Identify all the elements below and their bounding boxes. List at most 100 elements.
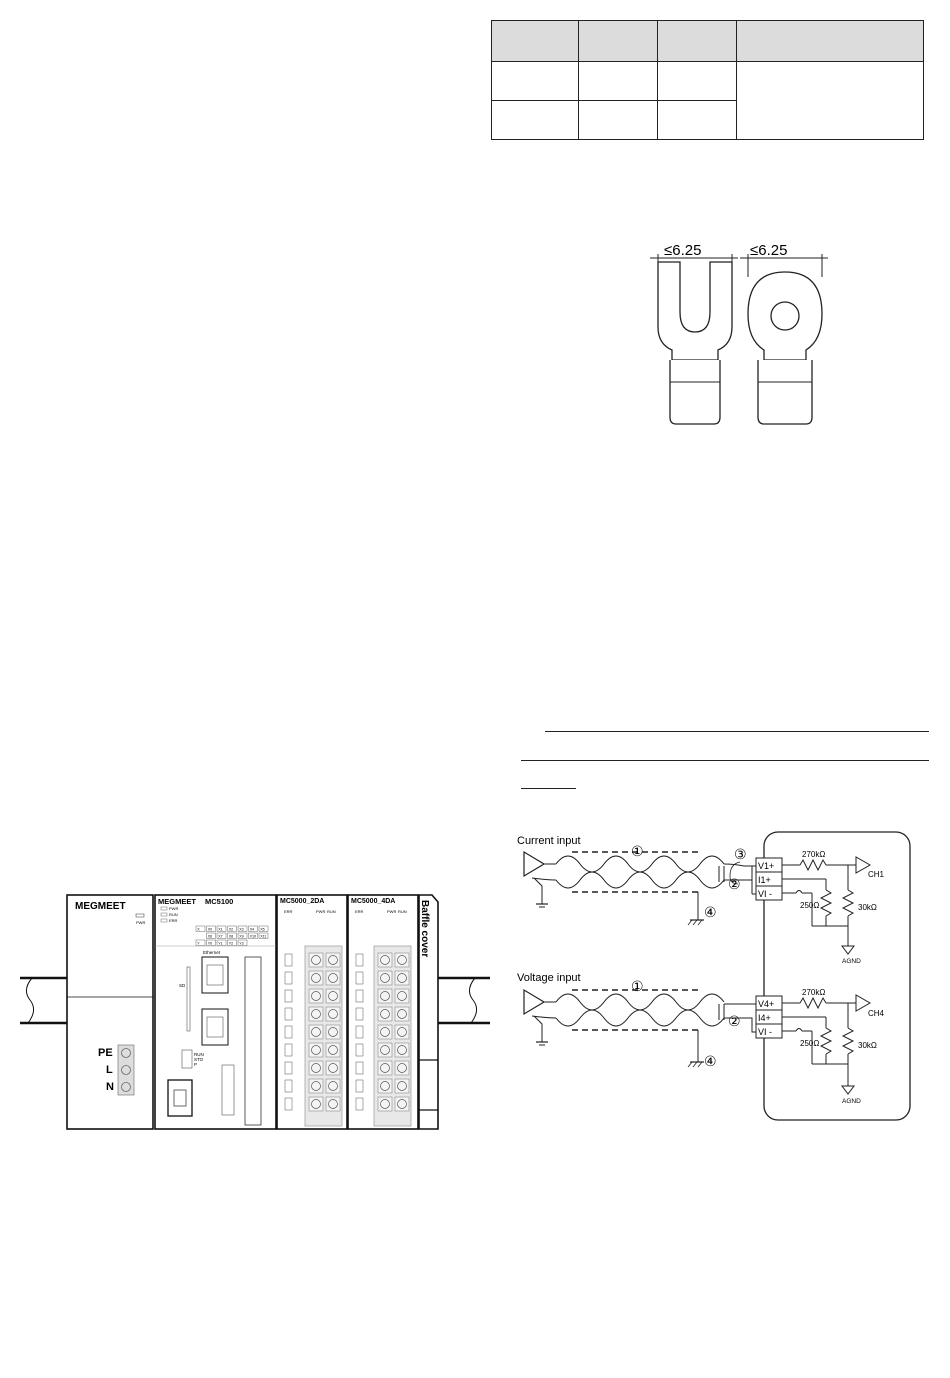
terminal-label: V1+: [758, 861, 774, 871]
terminal-label: VI -: [758, 1027, 772, 1037]
screw-icon: [328, 955, 338, 965]
io-indicator-led: [206, 939, 216, 946]
terminal-label-l: L: [106, 1064, 113, 1076]
resistor-icon: [841, 889, 855, 917]
terminal-screw-housing: [394, 988, 410, 1004]
io-indicator-led: [206, 932, 216, 939]
screw-icon: [311, 1009, 321, 1019]
io-indicator-led: [237, 932, 248, 939]
module1-model: MC5000_2DA: [280, 898, 324, 905]
marker-2: ②: [728, 1013, 741, 1029]
text-rule: [521, 760, 929, 761]
terminal-tag: [355, 953, 364, 967]
resistor-icon: [819, 889, 833, 917]
io-indicator-label: X1: [218, 927, 222, 931]
screw-icon: [121, 1048, 131, 1058]
terminal-tag: [355, 989, 364, 1003]
text-rule: [521, 788, 576, 789]
marker-3: ③: [734, 846, 747, 862]
resistor-icon: [841, 1027, 855, 1055]
terminal-screw-housing: [377, 1078, 393, 1094]
screw-icon: [121, 1065, 131, 1075]
terminal-screw-housing: [394, 1096, 410, 1112]
screw-icon: [311, 1027, 321, 1037]
terminal-screw-housing: [308, 970, 324, 986]
io-indicator-label: X0: [208, 927, 212, 931]
terminal-block-ch1: [755, 857, 783, 901]
signal-source-icon: [523, 850, 546, 878]
terminal-screw-housing: [377, 1042, 393, 1058]
table-cell: [657, 61, 737, 101]
current-input-title: Current input: [517, 835, 581, 847]
io-indicator-led: [195, 939, 206, 946]
terminal-screw-housing: [377, 1006, 393, 1022]
terminal-screw-housing: [377, 1024, 393, 1040]
stop-label: P: [194, 1062, 197, 1067]
io-indicator-label: Y0: [208, 941, 212, 945]
module-boundary: [763, 831, 911, 1121]
table-header-cell: [578, 20, 658, 62]
io-indicator-label: Y3: [239, 941, 243, 945]
ch4-buffer-icon: [855, 994, 872, 1012]
ring-width-label: ≤6.25: [750, 242, 787, 259]
sd-slot: [186, 966, 191, 1032]
screw-icon: [397, 1027, 407, 1037]
wiring-diagram: Current input ① ④ ③ ② V1+ I1+ VI - 270kΩ…: [517, 831, 911, 1121]
io-indicator-label: Y1: [218, 941, 222, 945]
io-indicator-label: X10: [250, 934, 256, 938]
terminal-label-pe: PE: [98, 1047, 113, 1059]
module1-led-label: RUN: [327, 909, 336, 914]
terminal-label: I1+: [758, 875, 771, 885]
module2-led-label: RUN: [398, 909, 407, 914]
io-indicator-label: X2: [229, 927, 233, 931]
terminal-screw-housing: [325, 1024, 341, 1040]
stop-label: STO: [194, 1057, 204, 1062]
terminal-screw-housing: [308, 1096, 324, 1112]
power-module: [66, 894, 154, 1130]
terminal-screw-housing: [325, 988, 341, 1004]
terminal-tag: [355, 1025, 364, 1039]
io-indicator-led: [227, 925, 237, 932]
terminal-tag: [284, 1025, 293, 1039]
io-indicator-label: X5: [260, 927, 264, 931]
screw-icon: [380, 1027, 390, 1037]
terminal-screw-housing: [394, 1060, 410, 1076]
terminal-label-n: N: [106, 1081, 114, 1093]
terminal-block-ch4: [755, 995, 783, 1039]
screw-icon: [328, 973, 338, 983]
agnd-icon: [841, 1085, 855, 1095]
resistor-label: 30kΩ: [858, 903, 877, 912]
terminal-screw-housing: [308, 988, 324, 1004]
screw-icon: [380, 1099, 390, 1109]
screw-icon: [380, 1081, 390, 1091]
agnd-icon: [841, 945, 855, 955]
screw-icon: [311, 973, 321, 983]
terminal-screw-housing: [325, 1096, 341, 1112]
terminal-tag: [284, 1079, 293, 1093]
run-label: RUN: [194, 1052, 204, 1057]
terminal-label: V4+: [758, 999, 774, 1009]
resistor-label: 250Ω: [800, 901, 819, 910]
io-indicator-led: [216, 925, 227, 932]
module1-led-label: ERR: [284, 909, 293, 914]
marker-4: ④: [704, 904, 717, 920]
terminal-screw-housing: [394, 1042, 410, 1058]
terminal-screw-housing: [325, 1006, 341, 1022]
terminal-screw-housing: [325, 970, 341, 986]
terminal-tag: [284, 953, 293, 967]
resistor-label: 250Ω: [800, 1039, 819, 1048]
ch1-label: CH1: [868, 870, 885, 879]
cpu-led-group: PWR RUN ERR: [160, 906, 178, 923]
agnd-label: AGND: [842, 958, 861, 965]
table-cell-merged: [736, 61, 924, 140]
cpu-terminal-block: [244, 956, 262, 1126]
screw-icon: [380, 1063, 390, 1073]
terminal-tag: [355, 1043, 364, 1057]
terminal-tag: [284, 1097, 293, 1111]
screw-icon: [397, 991, 407, 1001]
io-indicator-led: [206, 925, 216, 932]
resistor-label: 270kΩ: [802, 850, 825, 859]
voltage-input-title: Voltage input: [517, 972, 581, 984]
terminal-label: I4+: [758, 1013, 771, 1023]
usb-port: [167, 1079, 193, 1117]
